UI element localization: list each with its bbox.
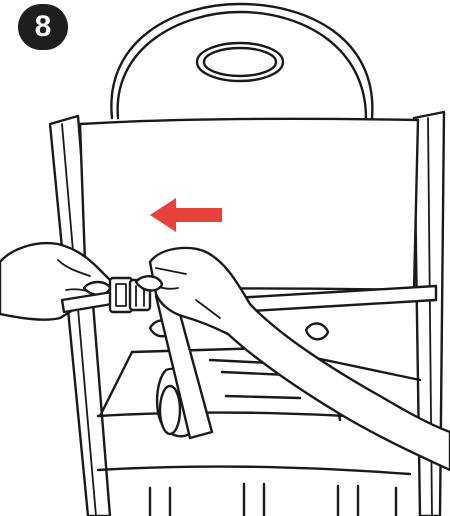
step-number: 8 [35, 10, 52, 44]
backrest-panel [80, 119, 418, 290]
step-number-badge: 8 [18, 4, 68, 50]
backrest-top [111, 4, 372, 118]
